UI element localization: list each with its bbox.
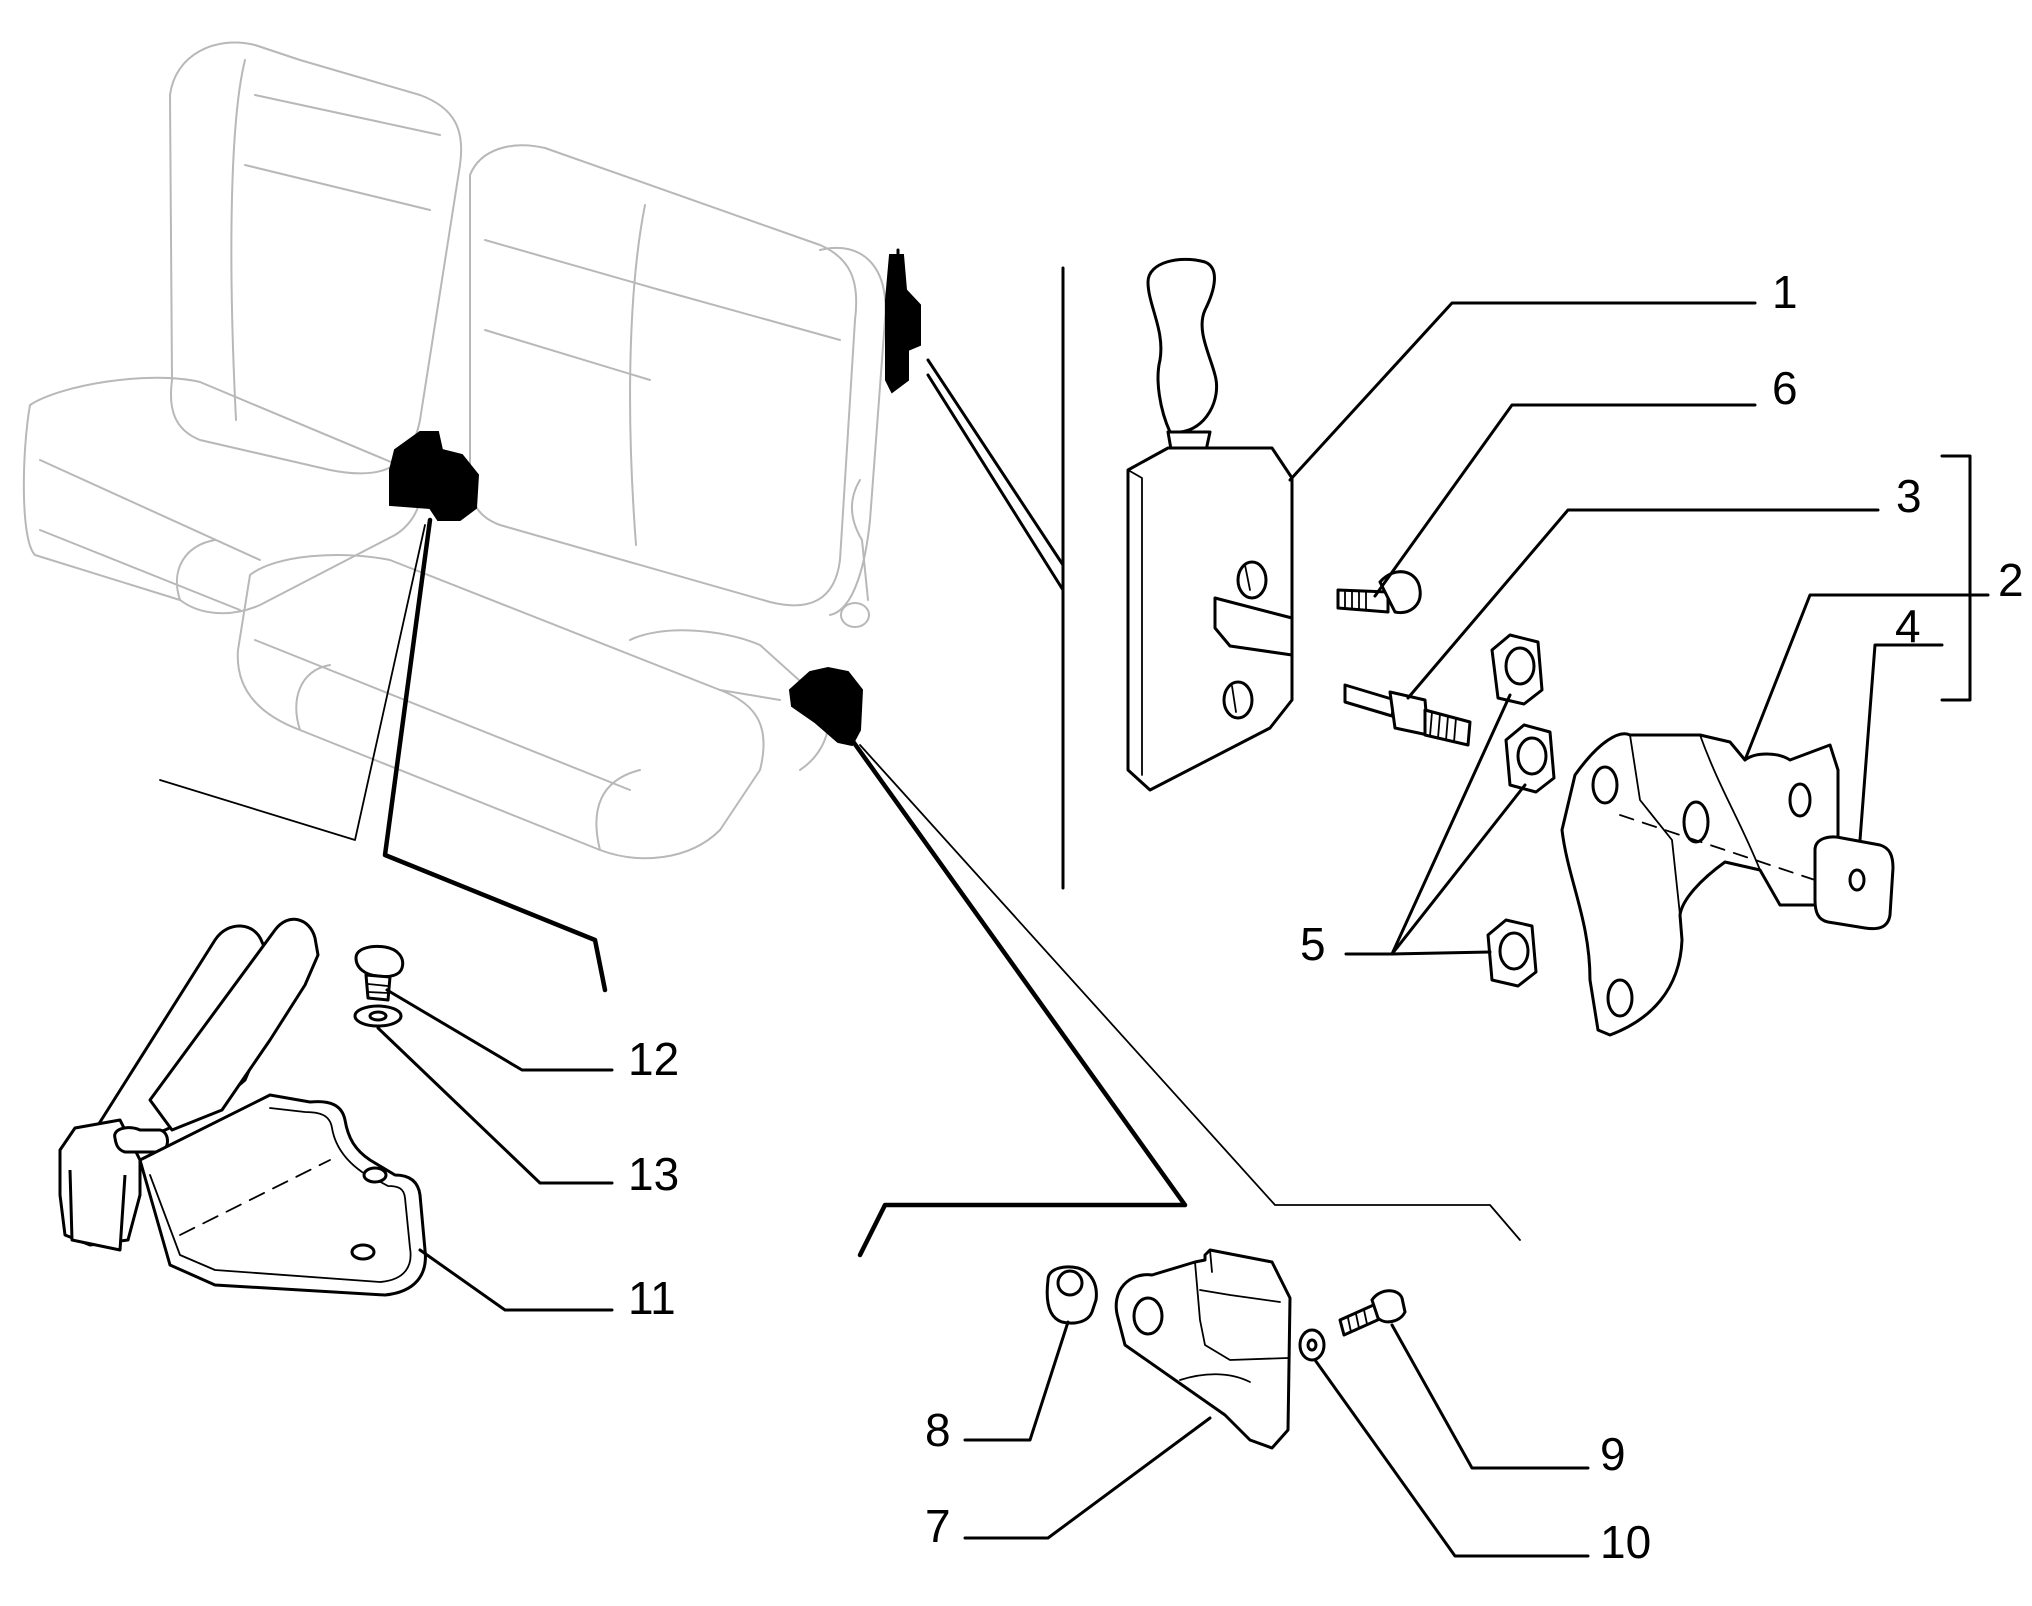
screw — [1338, 1289, 1407, 1337]
seat-latch-center — [389, 431, 480, 521]
callout-8: 8 — [925, 1404, 951, 1456]
callout-10: 10 — [1600, 1516, 1651, 1568]
seat-latch-lower — [788, 666, 864, 747]
callout-leaders — [376, 301, 1990, 1558]
mounting-plate — [1560, 732, 1840, 1037]
callout-3: 3 — [1896, 470, 1922, 522]
callout-9: 9 — [1600, 1428, 1626, 1480]
callout-7: 7 — [925, 1500, 951, 1552]
seat-latch-upper-right — [885, 248, 921, 394]
latch-bracket — [1114, 1248, 1292, 1450]
hinge-bolt — [354, 944, 405, 1002]
callout-2: 2 — [1998, 554, 2024, 606]
hinge-assembly — [58, 917, 427, 1297]
washer — [1298, 1328, 1326, 1362]
callout-1: 1 — [1772, 266, 1798, 318]
callout-4: 4 — [1895, 600, 1921, 652]
callout-labels: 1 6 3 2 4 5 12 13 11 8 7 9 10 — [628, 266, 2024, 1568]
hinge-washer — [353, 1004, 403, 1028]
callout-11: 11 — [628, 1272, 676, 1324]
spacer-bushing — [1045, 1265, 1098, 1325]
nut-lower — [1486, 918, 1538, 988]
striker-pin — [1343, 683, 1472, 747]
callout-5: 5 — [1300, 918, 1326, 970]
latch-body — [1126, 257, 1294, 792]
nut-middle — [1504, 723, 1556, 794]
callout-12: 12 — [628, 1033, 679, 1085]
group-bracket — [1940, 454, 1972, 702]
detail-leaders — [159, 358, 1521, 1258]
callout-6: 6 — [1772, 362, 1798, 414]
rear-seat-illustration — [22, 41, 887, 860]
nut-upper — [1490, 633, 1544, 706]
callout-13: 13 — [628, 1148, 679, 1200]
spacer-plate — [1813, 835, 1895, 931]
